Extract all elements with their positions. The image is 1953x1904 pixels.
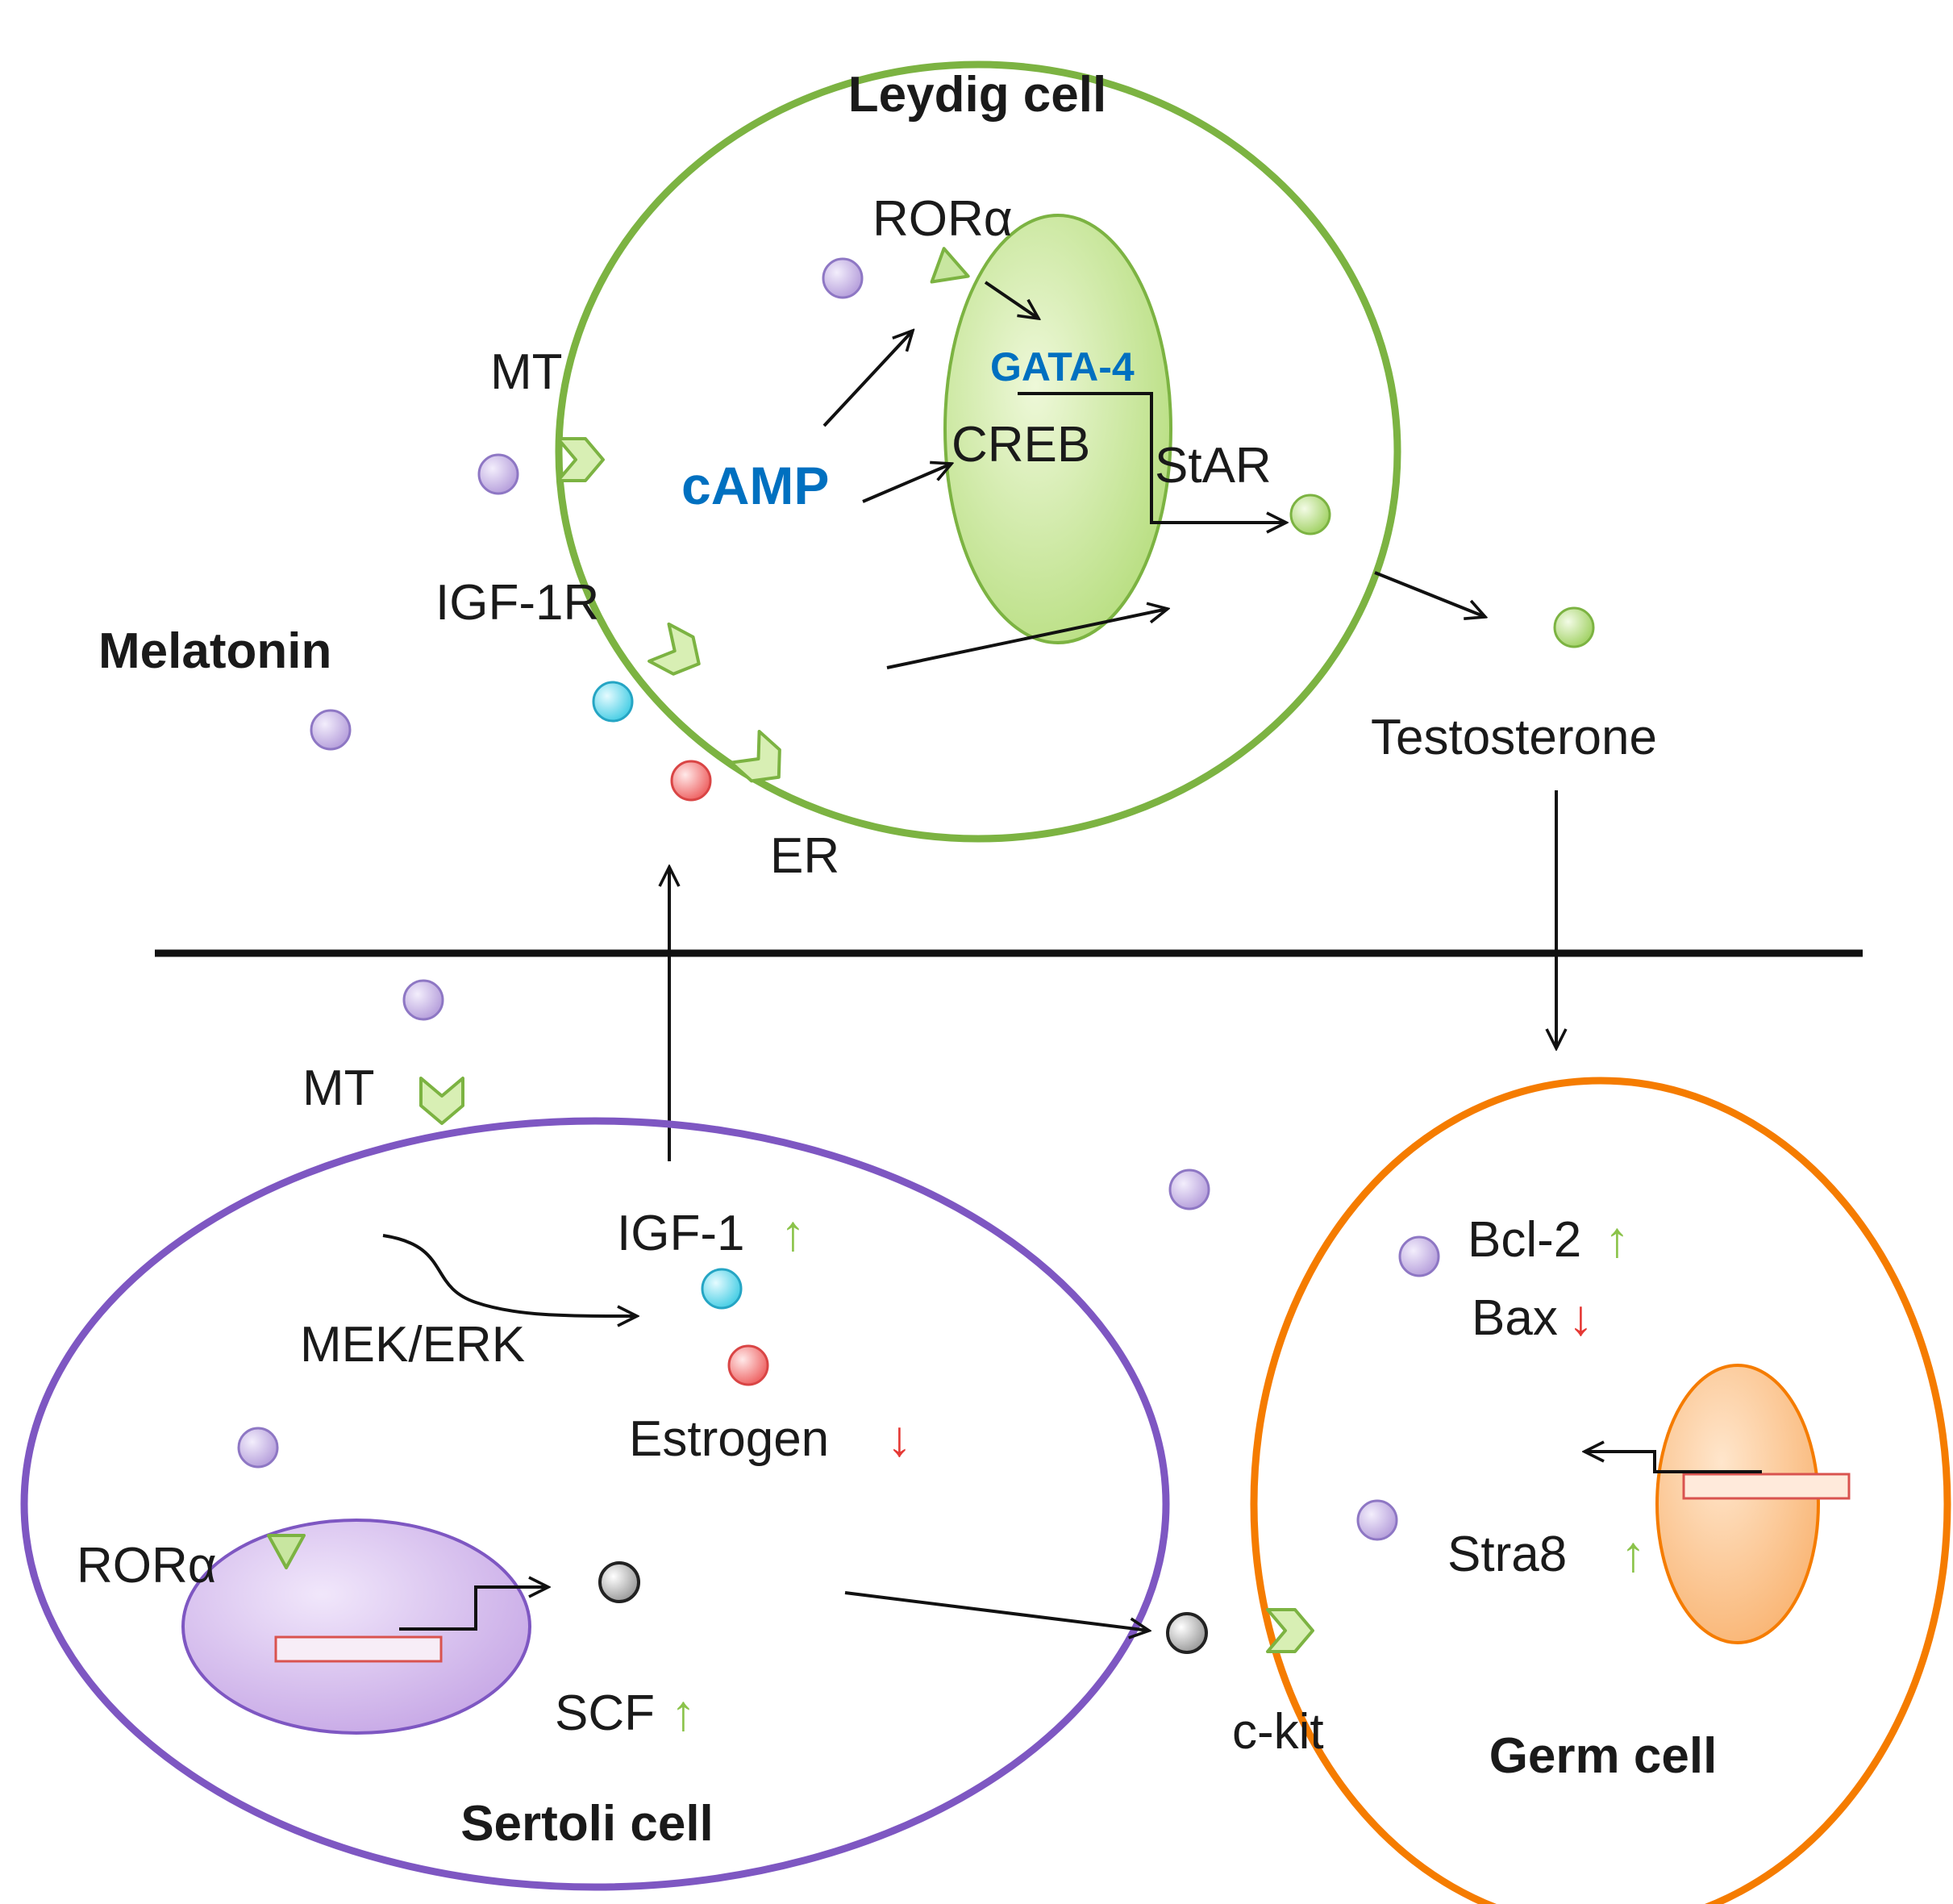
bcl2-label: Bcl-2 [1468, 1212, 1581, 1268]
c-kit-receptor-icon [1266, 1608, 1314, 1653]
melatonin-dot [477, 453, 519, 495]
scf-dot [598, 1561, 640, 1603]
sertoli-cell-membrane [20, 1117, 1170, 1891]
scf-to-ckit-arrow [844, 1591, 1149, 1631]
scf-label: SCF [555, 1685, 655, 1741]
melatonin-dot [310, 709, 352, 751]
igf1-label: IGF-1 [617, 1206, 744, 1261]
sertoli-cell-title: Sertoli cell [460, 1796, 714, 1852]
testosterone-dot [1289, 494, 1331, 535]
melatonin-dot [1398, 1235, 1440, 1277]
bcl2-up-arrow: ↑ [1605, 1212, 1630, 1268]
estrogen-dot [670, 760, 712, 802]
stra8-gene [1682, 1473, 1851, 1500]
melatonin-dot [237, 1427, 279, 1469]
testosterone-release-arrow [1374, 571, 1485, 617]
testosterone-label: Testosterone [1371, 710, 1657, 765]
testosterone-dot [1553, 606, 1595, 648]
estrogen-label: Estrogen [629, 1411, 829, 1467]
sertoli-gene [274, 1635, 443, 1663]
melatonin-dot [822, 257, 864, 299]
bax-down-arrow: ↓ [1568, 1290, 1593, 1346]
ror-to-gata4-arrow [984, 281, 1039, 319]
bax-label: Bax [1472, 1290, 1558, 1346]
estrogen-down-arrow: ↓ [887, 1411, 912, 1467]
melatonin-dot [1356, 1499, 1398, 1541]
star-label: StAR [1155, 438, 1272, 494]
igf1-dot [592, 681, 634, 723]
stra8-label: Stra8 [1447, 1527, 1567, 1582]
igf1-dot [701, 1268, 743, 1310]
mt-label: MT [490, 344, 563, 400]
sertoli-mt-label: MT [302, 1060, 375, 1116]
leydig-nucleus [943, 214, 1172, 644]
igf1r-label: IGF-1R [435, 575, 599, 631]
scf-up-arrow: ↑ [671, 1685, 696, 1741]
sertoli-ror-alpha-label: RORα [77, 1538, 217, 1594]
mek-erk-label: MEK/ERK [300, 1317, 525, 1373]
star-transcription-arrow [1018, 392, 1286, 523]
leydig-cell-membrane [555, 60, 1401, 843]
germ-cell-title: Germ cell [1489, 1728, 1718, 1784]
igf1-up-arrow: ↑ [781, 1206, 806, 1261]
leydig-cell-title: Leydig cell [848, 67, 1106, 123]
mt-receptor-icon [556, 437, 605, 482]
germ-cell-membrane [1250, 1077, 1951, 1904]
camp-label: cAMP [681, 456, 829, 515]
mek-erk-to-igf1-arrow [382, 1234, 637, 1316]
estrogen-dot [727, 1344, 769, 1386]
creb-label: CREB [952, 417, 1090, 473]
ror-alpha-label: RORα [872, 191, 1013, 247]
sertoli-nucleus [181, 1519, 531, 1735]
gata4-label: GATA-4 [990, 344, 1135, 390]
igf1r-receptor-icon [649, 624, 709, 682]
scf-transcription-arrow [399, 1587, 548, 1631]
er-label: ER [770, 828, 839, 884]
ror-alpha-receptor-icon [930, 247, 976, 295]
receptor-to-star-arrow [886, 609, 1168, 669]
melatonin-dot [1168, 1169, 1210, 1210]
camp-to-creb-arrow [862, 464, 952, 503]
scf-dot [1166, 1612, 1208, 1654]
camp-to-ror-arrow [822, 331, 913, 427]
melatonin-dot [402, 979, 444, 1021]
c-kit-label: c-kit [1232, 1704, 1324, 1760]
melatonin-label: Melatonin [98, 623, 331, 679]
stra8-transcription-arrow [1584, 1452, 1762, 1473]
germ-nucleus [1655, 1364, 1820, 1644]
sertoli-mt-receptor-icon [419, 1077, 464, 1125]
stra8-up-arrow: ↑ [1621, 1527, 1646, 1582]
